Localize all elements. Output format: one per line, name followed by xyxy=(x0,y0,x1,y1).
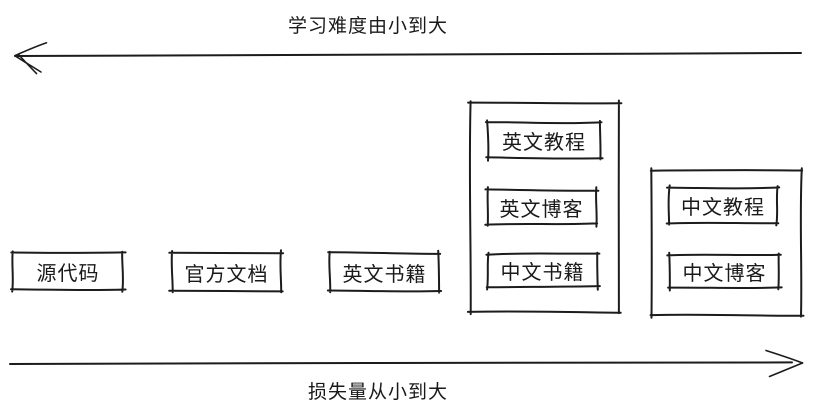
node-source-code: 源代码 xyxy=(36,263,100,285)
left-arrowhead-icon xyxy=(14,42,48,57)
node-english-blog-box xyxy=(484,186,600,228)
difficulty-axis-line xyxy=(14,52,802,57)
node-english-tutorial-box xyxy=(484,119,604,162)
node-english-tutorial: 英文教程 xyxy=(502,132,586,154)
group-box-1 xyxy=(466,99,623,316)
node-chinese-tutorial: 中文教程 xyxy=(681,197,765,219)
right-arrowhead-icon-upper xyxy=(765,349,804,364)
node-chinese-blog: 中文博客 xyxy=(682,263,767,285)
node-chinese-blog-box xyxy=(666,251,783,292)
node-official-docs: 官方文档 xyxy=(184,263,269,286)
left-arrowhead-icon-lower-2 xyxy=(17,53,38,75)
node-chinese-books: 中文书籍 xyxy=(500,262,585,284)
bottom-axis-label: 损失量从小到大 xyxy=(307,382,448,403)
loss-axis-arrow xyxy=(9,349,804,378)
node-english-books: 英文书籍 xyxy=(342,263,427,286)
difficulty-axis-arrow xyxy=(14,42,802,75)
node-chinese-books-box xyxy=(485,251,601,291)
node-official-docs-box xyxy=(168,249,285,294)
node-chinese-tutorial-box xyxy=(665,184,781,227)
node-english-books-box xyxy=(326,249,443,294)
node-source-code-box xyxy=(10,250,127,293)
node-boxes xyxy=(10,99,805,319)
right-arrowhead-icon-lower xyxy=(768,362,804,378)
node-english-blog: 英文博客 xyxy=(499,198,584,221)
top-axis-label: 学习难度由小到大 xyxy=(288,16,449,37)
group-box-2 xyxy=(649,167,805,319)
loss-axis-line xyxy=(9,361,793,365)
